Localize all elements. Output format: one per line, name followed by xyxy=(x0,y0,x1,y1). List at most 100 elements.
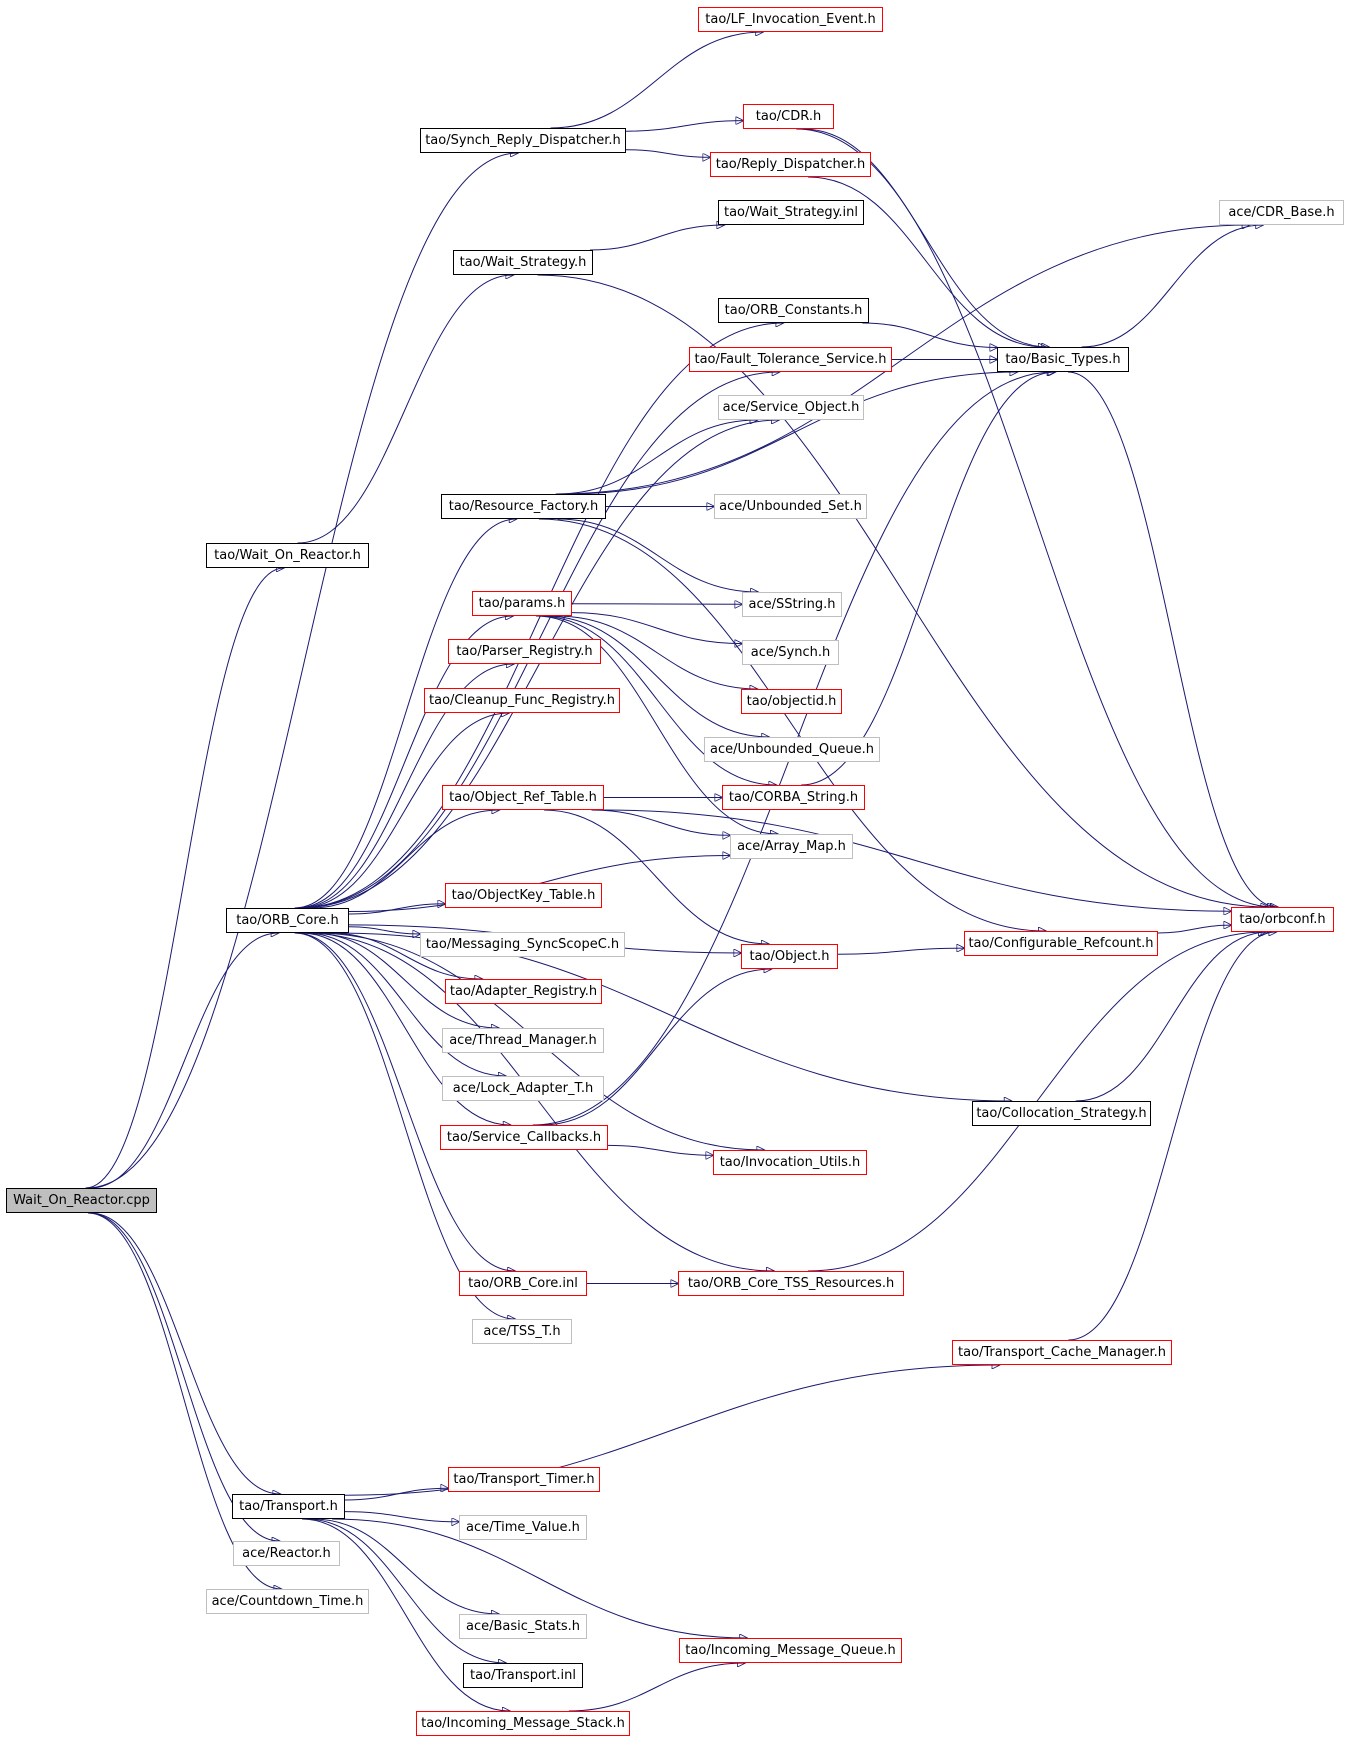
node-transport-timer[interactable]: tao/Transport_Timer.h xyxy=(448,1467,600,1492)
edge-cdr-h-to-orbconf xyxy=(796,128,1275,907)
edge-resource-factory-to-cdr-base xyxy=(555,225,1250,495)
node-resource-factory[interactable]: tao/Resource_Factory.h xyxy=(441,494,606,519)
node-collocation-strategy[interactable]: tao/Collocation_Strategy.h xyxy=(972,1101,1151,1126)
node-objectkey-table[interactable]: tao/ObjectKey_Table.h xyxy=(445,883,602,908)
edge-transport-h-to-transport-timer xyxy=(344,1488,448,1501)
node-basic-stats[interactable]: ace/Basic_Stats.h xyxy=(459,1614,587,1639)
edge-resource-factory-to-sstring xyxy=(557,518,758,592)
node-service-object[interactable]: ace/Service_Object.h xyxy=(718,395,864,420)
edge-service-callbacks-to-object-h xyxy=(542,969,771,1126)
node-incoming-message-queue[interactable]: tao/Incoming_Message_Queue.h xyxy=(679,1638,902,1663)
edge-params-to-synch xyxy=(571,612,742,644)
node-orb-core-h[interactable]: tao/ORB_Core.h xyxy=(226,908,349,933)
edge-orb-core-h-to-tss-t xyxy=(294,932,515,1319)
edge-reply-dispatcher-to-basic-types xyxy=(807,176,1046,347)
node-orb-core-tss-resources[interactable]: tao/ORB_Core_TSS_Resources.h xyxy=(678,1271,904,1296)
node-thread-manager[interactable]: ace/Thread_Manager.h xyxy=(442,1028,604,1053)
node-adapter-registry[interactable]: tao/Adapter_Registry.h xyxy=(445,979,602,1004)
edge-service-callbacks-to-invocation-utils xyxy=(607,1144,713,1155)
edge-orb-core-h-to-cleanup-func-registry xyxy=(300,713,509,909)
node-incoming-message-stack[interactable]: tao/Incoming_Message_Stack.h xyxy=(416,1711,630,1736)
node-array-map[interactable]: ace/Array_Map.h xyxy=(730,834,853,859)
edge-object-ref-table-to-object-h xyxy=(543,809,769,944)
edge-resource-factory-to-basic-types xyxy=(569,372,1017,495)
edge-orb-core-h-to-objectkey-table xyxy=(348,904,445,915)
node-service-callbacks[interactable]: tao/Service_Callbacks.h xyxy=(440,1125,608,1150)
edge-orb-core-h-to-orb-core-tss-resources xyxy=(304,932,774,1271)
edge-wait-on-reactor-cpp-to-countdown-time xyxy=(87,1212,281,1589)
node-object-ref-table[interactable]: tao/Object_Ref_Table.h xyxy=(442,785,604,810)
node-wait-on-reactor-cpp[interactable]: Wait_On_Reactor.cpp xyxy=(6,1188,157,1213)
node-orb-core-inl[interactable]: tao/ORB_Core.inl xyxy=(459,1271,587,1296)
node-lock-adapter-t[interactable]: ace/Lock_Adapter_T.h xyxy=(442,1076,604,1101)
node-orb-constants[interactable]: tao/ORB_Constants.h xyxy=(718,298,869,323)
edge-transport-cache-manager-to-orbconf xyxy=(1068,932,1276,1341)
node-sstring[interactable]: ace/SString.h xyxy=(742,592,842,617)
node-synch-reply-dispatcher[interactable]: tao/Synch_Reply_Dispatcher.h xyxy=(420,128,626,153)
edge-wait-strategy-h-to-wait-strategy-inl xyxy=(589,225,724,251)
edge-wait-on-reactor-cpp-to-orb-core-h xyxy=(90,933,279,1189)
node-configurable-refcount[interactable]: tao/Configurable_Refcount.h xyxy=(964,931,1158,956)
edge-orb-core-h-to-messaging-syncscopec xyxy=(348,926,420,934)
node-orbconf[interactable]: tao/orbconf.h xyxy=(1231,907,1334,932)
node-params[interactable]: tao/params.h xyxy=(472,591,572,616)
edge-resource-factory-to-service-object xyxy=(557,420,757,495)
edge-object-ref-table-to-orbconf xyxy=(600,809,1231,911)
edge-orb-constants-to-basic-types xyxy=(862,322,997,348)
edge-params-to-corba-string xyxy=(539,615,777,785)
node-fault-tolerance-service[interactable]: tao/Fault_Tolerance_Service.h xyxy=(689,347,892,372)
edge-params-to-array-map xyxy=(535,615,778,834)
node-invocation-utils[interactable]: tao/Invocation_Utils.h xyxy=(713,1150,867,1175)
edge-cdr-h-to-basic-types xyxy=(802,128,1049,347)
edge-params-to-objectid xyxy=(556,615,757,689)
node-transport-h[interactable]: tao/Transport.h xyxy=(232,1494,345,1519)
node-transport-inl[interactable]: tao/Transport.inl xyxy=(463,1663,583,1688)
edge-transport-h-to-basic-stats xyxy=(312,1518,499,1614)
node-objectid[interactable]: tao/objectid.h xyxy=(741,689,842,714)
edge-orb-core-h-to-orb-core-inl xyxy=(295,932,515,1271)
edge-synch-reply-dispatcher-to-lf-invocation-event xyxy=(550,32,763,129)
node-wait-strategy-h[interactable]: tao/Wait_Strategy.h xyxy=(453,250,593,275)
edge-wait-on-reactor-cpp-to-wait-on-reactor-h xyxy=(85,568,284,1189)
node-countdown-time[interactable]: ace/Countdown_Time.h xyxy=(206,1589,369,1614)
node-lf-invocation-event[interactable]: tao/LF_Invocation_Event.h xyxy=(698,7,883,32)
node-wait-strategy-inl[interactable]: tao/Wait_Strategy.inl xyxy=(718,200,864,225)
node-messaging-syncscopec[interactable]: tao/Messaging_SyncScopeC.h xyxy=(420,932,625,957)
node-reply-dispatcher[interactable]: tao/Reply_Dispatcher.h xyxy=(710,152,871,177)
edge-incoming-message-stack-to-incoming-message-queue xyxy=(568,1663,745,1712)
node-corba-string[interactable]: tao/CORBA_String.h xyxy=(722,785,865,810)
edge-transport-h-to-incoming-message-queue xyxy=(332,1518,747,1638)
edge-params-to-sstring xyxy=(571,604,742,605)
node-cleanup-func-registry[interactable]: tao/Cleanup_Func_Registry.h xyxy=(424,688,620,713)
node-synch[interactable]: ace/Synch.h xyxy=(742,640,839,665)
node-tss-t[interactable]: ace/TSS_T.h xyxy=(472,1319,572,1344)
node-cdr-base[interactable]: ace/CDR_Base.h xyxy=(1219,200,1344,225)
edge-basic-types-to-orbconf xyxy=(1067,371,1278,907)
node-cdr-h[interactable]: tao/CDR.h xyxy=(743,104,834,129)
edge-orb-core-h-to-params xyxy=(296,616,513,909)
node-transport-cache-manager[interactable]: tao/Transport_Cache_Manager.h xyxy=(952,1340,1172,1365)
edge-wait-on-reactor-h-to-wait-strategy-h xyxy=(297,275,514,544)
edge-orb-core-h-to-object-ref-table xyxy=(311,810,499,909)
edge-configurable-refcount-to-orbconf xyxy=(1157,925,1231,934)
edge-params-to-unbounded-queue xyxy=(545,615,769,737)
edge-wait-on-reactor-cpp-to-reactor xyxy=(88,1212,279,1541)
node-reactor[interactable]: ace/Reactor.h xyxy=(233,1541,340,1566)
node-parser-registry[interactable]: tao/Parser_Registry.h xyxy=(448,639,601,664)
node-unbounded-queue[interactable]: ace/Unbounded_Queue.h xyxy=(704,737,880,762)
node-basic-types[interactable]: tao/Basic_Types.h xyxy=(997,347,1129,372)
node-time-value[interactable]: ace/Time_Value.h xyxy=(459,1515,587,1540)
edge-transport-h-to-time-value xyxy=(344,1511,459,1522)
node-unbounded-set[interactable]: ace/Unbounded_Set.h xyxy=(714,494,867,519)
edge-orb-core-h-to-resource-factory xyxy=(294,519,517,909)
edge-collocation-strategy-to-orbconf xyxy=(1075,932,1269,1102)
edge-orb-core-h-to-collocation-strategy xyxy=(337,932,1012,1101)
node-wait-on-reactor-h[interactable]: tao/Wait_On_Reactor.h xyxy=(206,543,369,568)
edge-orb-core-h-to-adapter-registry xyxy=(328,932,482,979)
edge-basic-types-to-cdr-base xyxy=(1081,225,1263,348)
edge-object-ref-table-to-array-map xyxy=(591,809,731,835)
node-object-h[interactable]: tao/Object.h xyxy=(741,944,838,969)
edge-orb-core-h-to-service-object xyxy=(299,420,779,909)
